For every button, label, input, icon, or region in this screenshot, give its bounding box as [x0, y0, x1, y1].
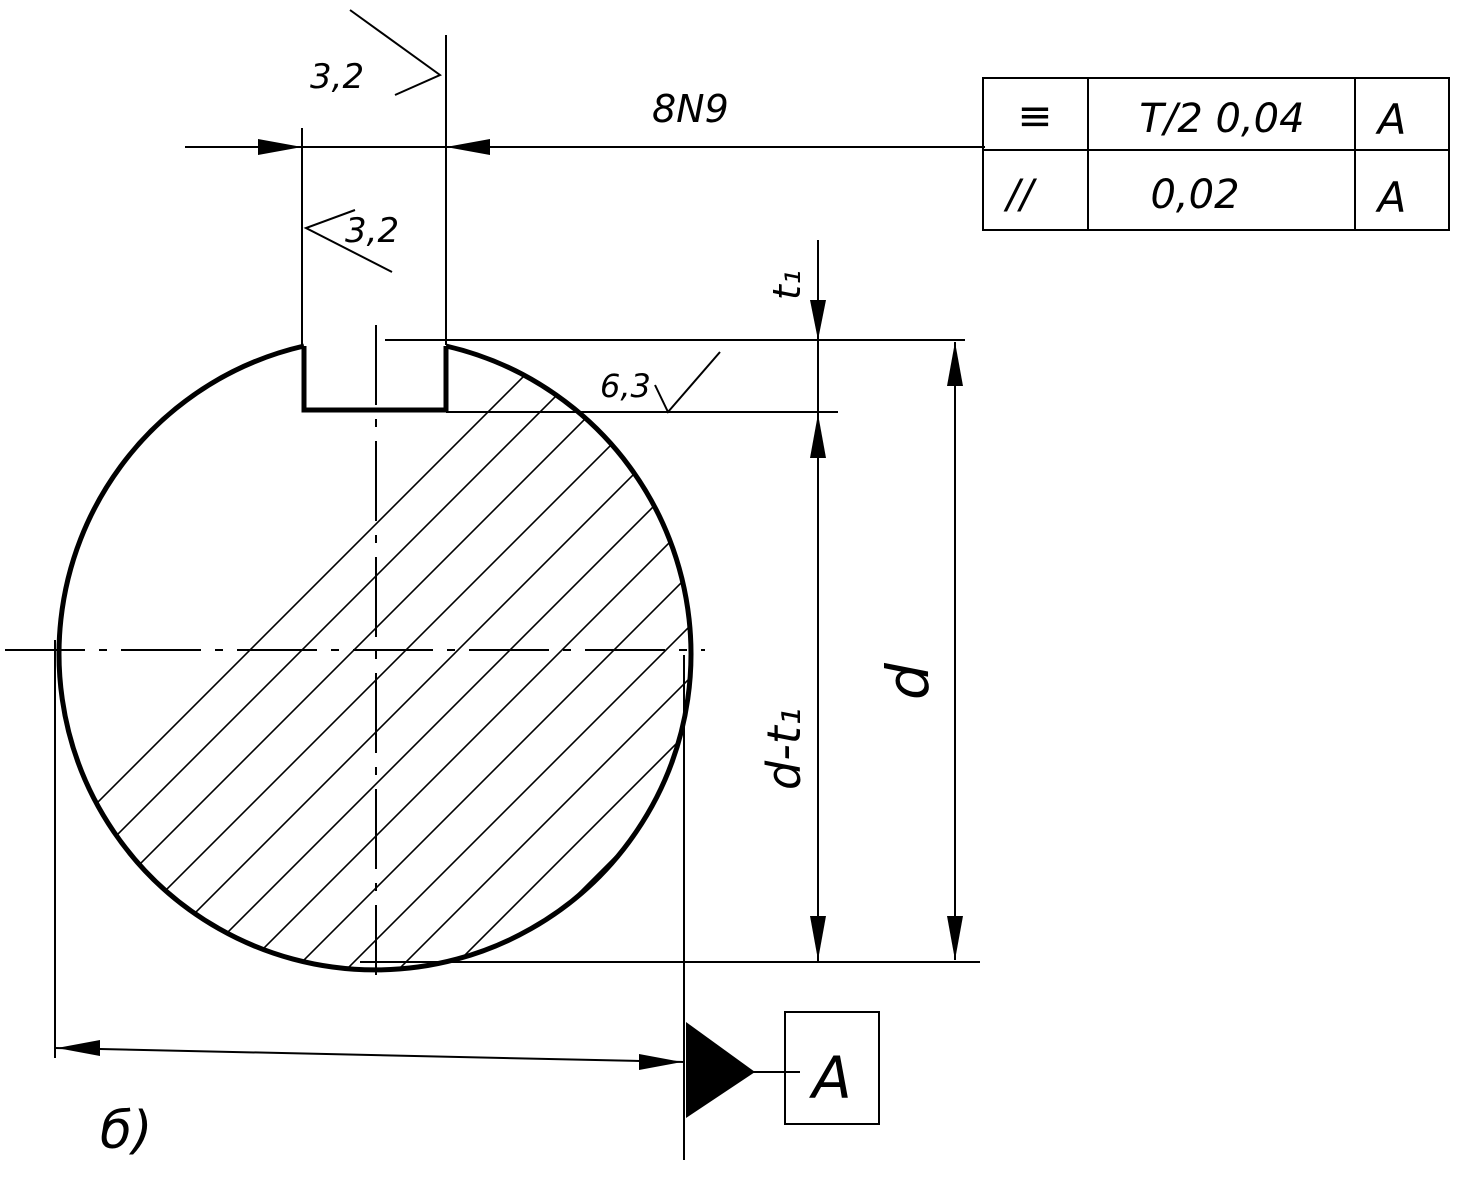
arrowhead: [947, 342, 963, 386]
tolerance-frame: ≡ T/2 0,04 A // 0,02 A: [982, 77, 1450, 231]
hatch-line: [367, 346, 692, 970]
hatch-line: [107, 346, 692, 970]
datum-symbol: A: [686, 1011, 880, 1125]
arrowhead: [810, 414, 826, 458]
arrowhead: [446, 139, 490, 155]
arrowhead: [639, 1054, 682, 1070]
hatch-line: [940, 200, 1458, 1000]
tolerance-value: 0,02: [1150, 172, 1239, 218]
hatch-line: [732, 200, 1458, 1000]
tolerance-datum: A: [1375, 173, 1407, 222]
hatch-line: [784, 200, 1458, 1000]
arrowhead: [947, 916, 963, 960]
hatch-line: [419, 346, 692, 970]
arrowhead: [258, 139, 302, 155]
hatch-line: [59, 346, 692, 970]
hatch-line: [836, 200, 1458, 1000]
tolerance-value: T/2 0,04: [1139, 96, 1304, 142]
hatch-line: [59, 346, 692, 970]
hatch-line: [471, 346, 692, 970]
svg-text:3,2: 3,2: [345, 211, 399, 251]
hatch-line: [679, 346, 692, 970]
section-hatching: [59, 200, 1458, 1000]
hatch-line: [211, 346, 692, 970]
datum-label: A: [808, 1044, 852, 1112]
diameter-minus-depth-label: d-t₁: [757, 708, 811, 790]
arrowhead: [810, 916, 826, 960]
roughness-symbol-flat: 6,3: [600, 351, 721, 414]
hatch-line: [888, 200, 1458, 1000]
diameter-minus-depth-dimension: d-t₁: [757, 414, 826, 962]
hatch-line: [523, 346, 692, 970]
tolerance-datum: A: [1375, 95, 1407, 144]
arrowhead: [810, 300, 826, 340]
hatch-line: [263, 346, 692, 970]
figure-label: б): [100, 1101, 152, 1161]
horizontal-dimension: [54, 640, 685, 1160]
depth-dimension: t₁: [765, 240, 826, 420]
keyway-width-label: 8N9: [652, 87, 729, 131]
roughness-symbol-keyway-side: 3,2: [310, 9, 442, 97]
hatch-line: [575, 346, 692, 970]
hatch-line: [627, 346, 692, 970]
keyway-width-dimension: 8N9: [185, 35, 985, 345]
svg-text:3,2: 3,2: [310, 57, 364, 97]
diameter-dimension: d: [874, 342, 963, 960]
svg-text:6,3: 6,3: [600, 367, 651, 405]
hatch-line: [315, 346, 692, 970]
roughness-symbol-keyway-bottom: 3,2: [303, 209, 399, 273]
symmetry-icon: ≡: [1017, 91, 1052, 140]
parallelism-icon: //: [1004, 172, 1038, 218]
keyway-outline: [301, 346, 449, 413]
datum-triangle: [686, 1022, 755, 1118]
hatch-line: [159, 346, 692, 970]
depth-label: t₁: [765, 270, 809, 300]
datum-frame: [784, 1011, 880, 1125]
diameter-label: d: [874, 662, 942, 700]
arrowhead: [57, 1040, 100, 1056]
